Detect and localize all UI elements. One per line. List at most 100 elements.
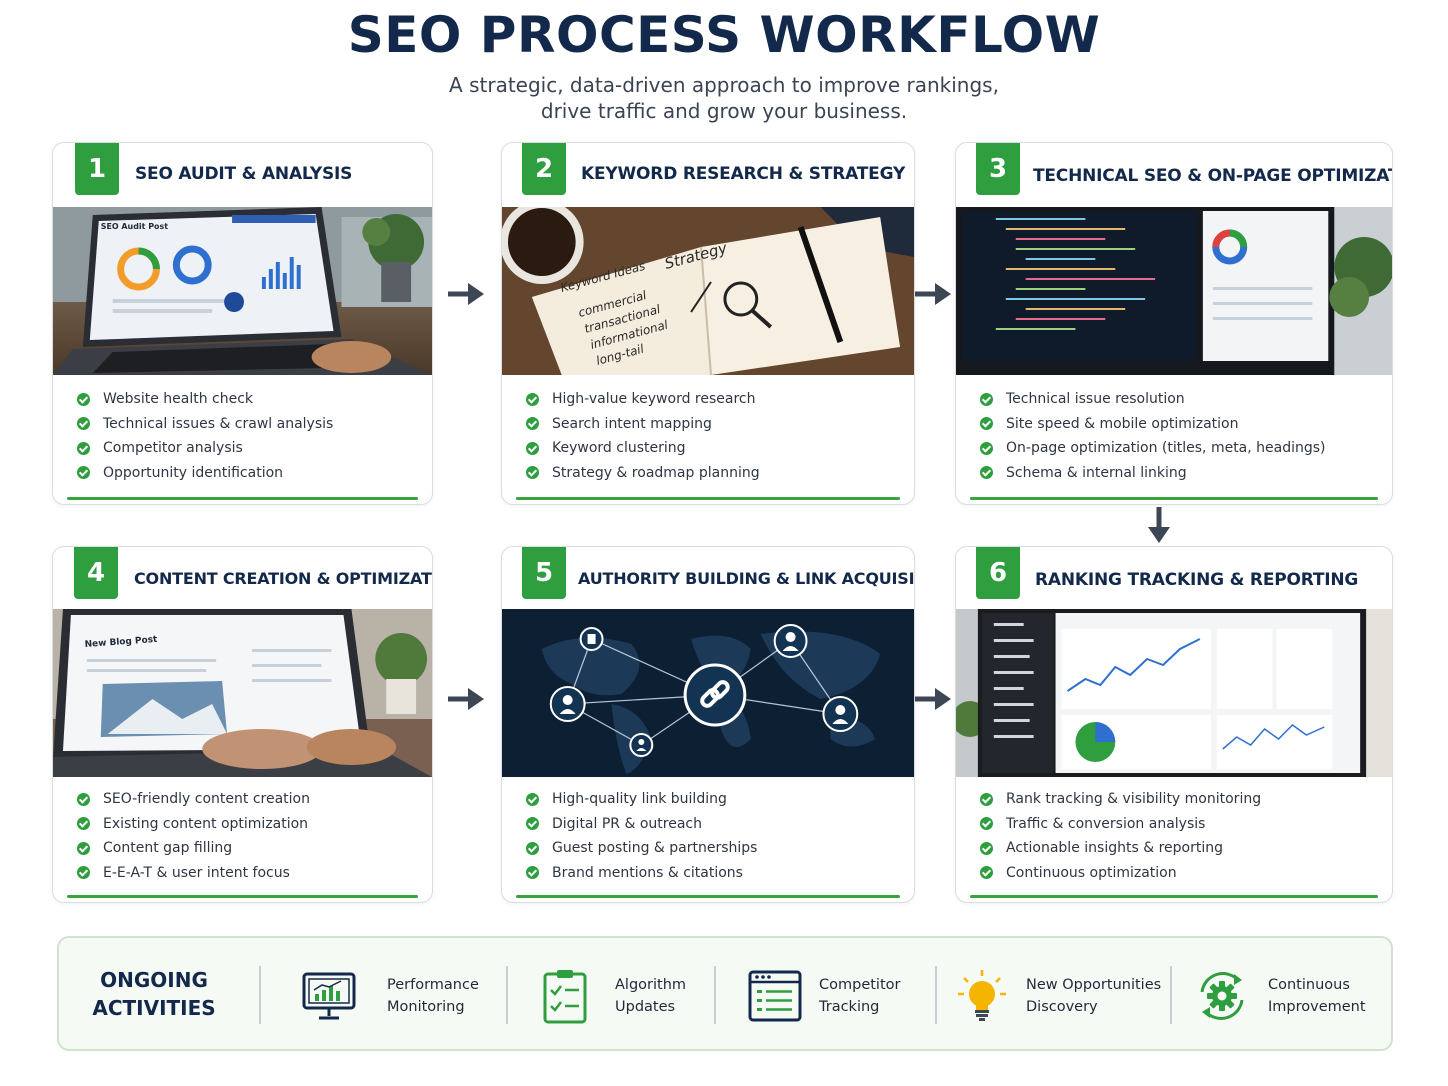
list-item: Strategy & roadmap planning bbox=[526, 461, 760, 486]
card-accent-line bbox=[67, 497, 418, 500]
activity-algorithm-updates: Algorithm Updates bbox=[537, 968, 686, 1024]
step-image-6-analytics-dashboard bbox=[956, 609, 1392, 777]
activity-label: Competitor Tracking bbox=[819, 977, 901, 1015]
list-item: Keyword clustering bbox=[526, 436, 760, 461]
check-icon bbox=[77, 866, 90, 880]
check-icon bbox=[526, 866, 539, 880]
list-item: Content gap filling bbox=[77, 836, 310, 861]
step-list-5: High-quality link building Digital PR & … bbox=[526, 787, 757, 885]
activity-label: Continuous Improvement bbox=[1268, 977, 1366, 1015]
browser-list-icon bbox=[748, 970, 802, 1022]
subtitle-line-1: A strategic, data-driven approach to imp… bbox=[449, 73, 999, 97]
lightbulb-icon bbox=[958, 970, 1006, 1021]
divider bbox=[259, 966, 261, 1024]
divider bbox=[935, 966, 937, 1024]
check-icon bbox=[980, 841, 993, 855]
card-accent-line bbox=[970, 497, 1378, 500]
check-icon bbox=[526, 466, 539, 480]
step-card-5: 5 AUTHORITY BUILDING & LINK ACQUISITION bbox=[501, 546, 915, 903]
step-card-3: 3 TECHNICAL SEO & ON-PAGE OPTIMIZATION bbox=[955, 142, 1393, 505]
activity-new-opportunities: New Opportunities Discovery bbox=[954, 968, 1161, 1024]
list-item: Rank tracking & visibility monitoring bbox=[980, 787, 1261, 812]
check-icon bbox=[77, 441, 90, 455]
list-item: Website health check bbox=[77, 387, 333, 412]
check-icon bbox=[980, 392, 993, 406]
arrow-right-icon bbox=[448, 283, 484, 305]
step-number-2: 2 bbox=[522, 143, 566, 195]
arrow-right-icon bbox=[448, 688, 484, 710]
subtitle-line-2: drive traffic and grow your business. bbox=[540, 99, 908, 123]
step-image-1-laptop-dashboard: SEO Audit Post bbox=[53, 207, 432, 375]
step-title-4: CONTENT CREATION & OPTIMIZATION bbox=[134, 569, 433, 588]
image-text-audit: SEO Audit Post bbox=[101, 222, 168, 231]
list-item: Actionable insights & reporting bbox=[980, 836, 1261, 861]
check-icon bbox=[77, 417, 90, 431]
activity-label: Algorithm Updates bbox=[615, 977, 687, 1015]
card-accent-line bbox=[67, 895, 418, 898]
list-item: High-quality link building bbox=[526, 787, 757, 812]
ongoing-title: ONGOING ACTIVITIES bbox=[92, 968, 216, 1020]
check-icon bbox=[526, 417, 539, 431]
arrow-right-icon bbox=[915, 283, 951, 305]
step-list-1: Website health check Technical issues & … bbox=[77, 387, 333, 485]
page-title: SEO PROCESS WORKFLOW bbox=[347, 6, 1101, 64]
monitor-chart-icon bbox=[302, 972, 356, 1020]
list-item: Technical issue resolution bbox=[980, 387, 1326, 412]
check-icon bbox=[77, 466, 90, 480]
list-item: Technical issues & crawl analysis bbox=[77, 412, 333, 437]
check-icon bbox=[980, 792, 993, 806]
step-number-5: 5 bbox=[522, 547, 566, 599]
check-icon bbox=[526, 817, 539, 831]
list-item: Traffic & conversion analysis bbox=[980, 812, 1261, 837]
list-item: Brand mentions & citations bbox=[526, 861, 757, 886]
list-item: Continuous optimization bbox=[980, 861, 1261, 886]
check-icon bbox=[980, 866, 993, 880]
activity-label: New Opportunities Discovery bbox=[1026, 977, 1162, 1015]
activity-label: Performance Monitoring bbox=[387, 977, 479, 1015]
step-list-6: Rank tracking & visibility monitoring Tr… bbox=[980, 787, 1261, 885]
step-image-4-laptop-blog: New Blog Post bbox=[53, 609, 432, 777]
step-card-4: 4 CONTENT CREATION & OPTIMIZATION New Bl… bbox=[52, 546, 433, 903]
step-list-3: Technical issue resolution Site speed & … bbox=[980, 387, 1326, 485]
step-number-6: 6 bbox=[976, 547, 1020, 599]
step-title-6: RANKING TRACKING & REPORTING bbox=[1035, 570, 1359, 590]
step-image-5-link-network bbox=[502, 609, 914, 777]
check-icon bbox=[526, 841, 539, 855]
step-title-3: TECHNICAL SEO & ON-PAGE OPTIMIZATION bbox=[1033, 166, 1392, 186]
gear-cycle-icon bbox=[1200, 972, 1244, 1020]
step-image-3-code-monitor bbox=[956, 207, 1392, 375]
activity-competitor-tracking: Competitor Tracking bbox=[747, 968, 900, 1024]
list-item: Site speed & mobile optimization bbox=[980, 412, 1326, 437]
ongoing-activities-panel: ONGOING ACTIVITIES Performance Monitorin… bbox=[57, 936, 1393, 1051]
step-card-2: 2 KEYWORD RESEARCH & STRATEGY Keyword Id… bbox=[501, 142, 915, 505]
check-icon bbox=[980, 417, 993, 431]
check-icon bbox=[980, 817, 993, 831]
check-icon bbox=[77, 817, 90, 831]
list-item: E-E-A-T & user intent focus bbox=[77, 861, 310, 886]
check-icon bbox=[526, 792, 539, 806]
step-image-2-notebook: Keyword Ideas commercial transactional i… bbox=[502, 207, 914, 375]
divider bbox=[506, 966, 508, 1024]
step-number-3: 3 bbox=[976, 143, 1020, 195]
list-item: Schema & internal linking bbox=[980, 461, 1326, 486]
check-icon bbox=[526, 441, 539, 455]
step-list-2: High-value keyword research Search inten… bbox=[526, 387, 760, 485]
check-icon bbox=[77, 841, 90, 855]
card-accent-line bbox=[516, 895, 900, 898]
list-item: Digital PR & outreach bbox=[526, 812, 757, 837]
step-list-4: SEO-friendly content creation Existing c… bbox=[77, 787, 310, 885]
divider bbox=[714, 966, 716, 1024]
page-subtitle: A strategic, data-driven approach to imp… bbox=[0, 72, 1448, 124]
check-icon bbox=[980, 466, 993, 480]
list-item: Guest posting & partnerships bbox=[526, 836, 757, 861]
card-accent-line bbox=[970, 895, 1378, 898]
check-icon bbox=[526, 392, 539, 406]
check-icon bbox=[77, 792, 90, 806]
list-item: On-page optimization (titles, meta, head… bbox=[980, 436, 1326, 461]
check-icon bbox=[980, 441, 993, 455]
step-card-1: 1 SEO AUDIT & ANALYSIS SEO Audit Post bbox=[52, 142, 433, 505]
step-number-1: 1 bbox=[75, 143, 119, 195]
step-title-5: AUTHORITY BUILDING & LINK ACQUISITION bbox=[578, 569, 915, 588]
list-item: Opportunity identification bbox=[77, 461, 333, 486]
clipboard-checklist-icon bbox=[543, 970, 587, 1024]
